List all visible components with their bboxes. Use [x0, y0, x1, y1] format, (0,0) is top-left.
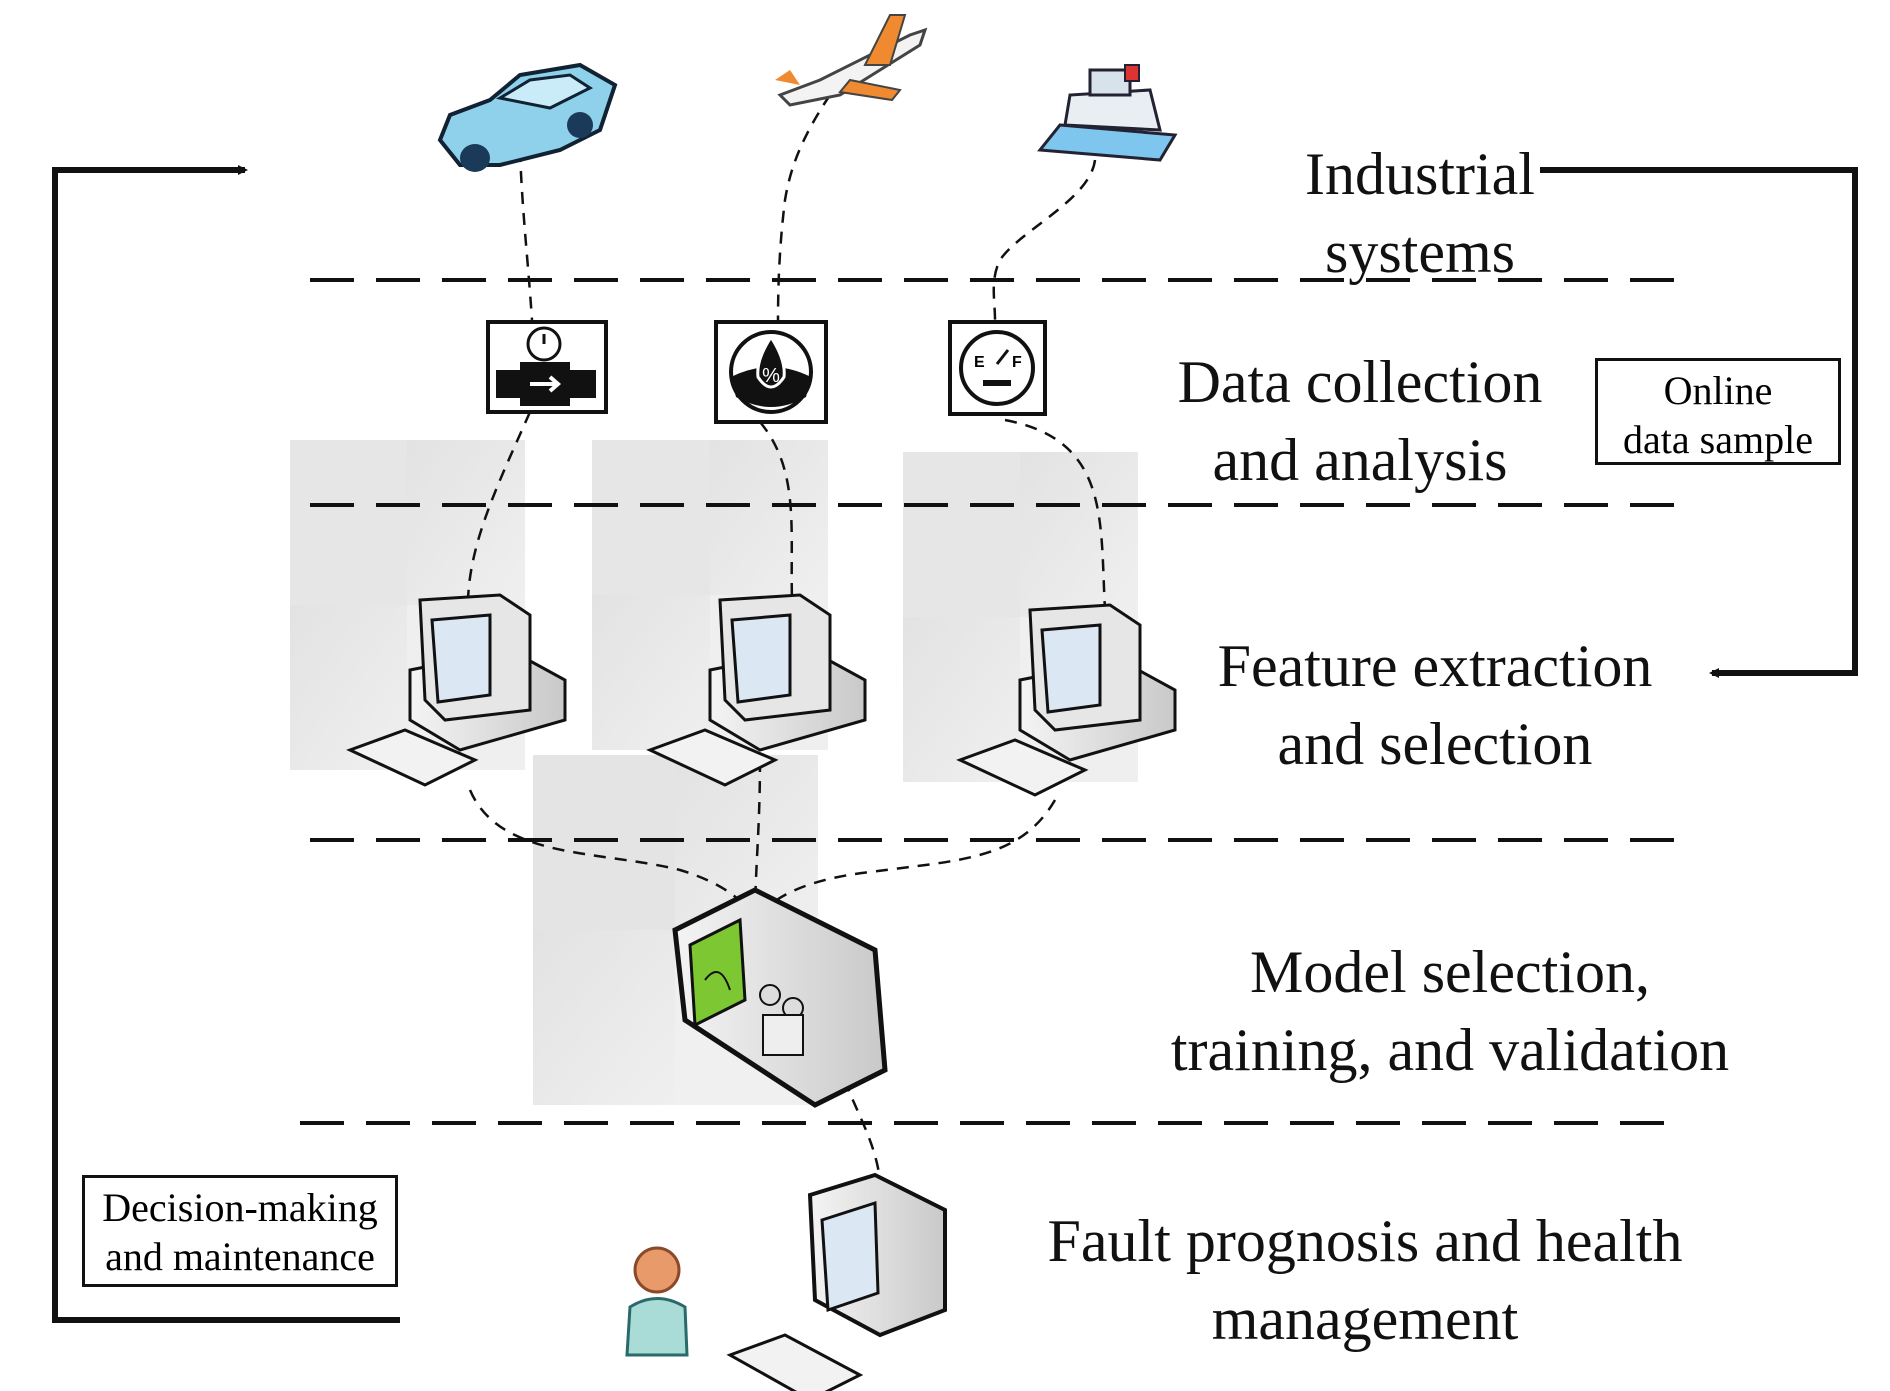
desktop-computer-icon-3	[956, 603, 1177, 797]
label-line: and analysis	[1212, 427, 1508, 493]
label-line: Industrial	[1305, 141, 1535, 207]
model-to-workstation-line	[843, 1079, 882, 1181]
desktop-computer-icon-1	[346, 593, 567, 787]
car-to-sensor-line	[518, 149, 534, 321]
pc1-to-model-line	[468, 789, 757, 921]
box-line: Decision-making	[102, 1185, 378, 1230]
decision-feedback-arrow	[52, 165, 400, 1323]
label-line: management	[1211, 1286, 1519, 1352]
label-line: Data collection	[1177, 349, 1543, 415]
online-sample-arrow	[1540, 167, 1858, 678]
desktop-computer-icon-2	[646, 593, 867, 787]
label-data-collection: Data collection and analysis	[1140, 343, 1580, 499]
feedback-arrows	[52, 165, 1858, 1323]
label-model-selection: Model selection, training, and validatio…	[1130, 933, 1770, 1089]
label-fault-prognosis: Fault prognosis and health management	[1005, 1202, 1725, 1358]
online-data-sample-box: Online data sample	[1595, 358, 1841, 465]
label-line: Fault prognosis and health	[1047, 1208, 1683, 1274]
ship-to-sensor-line	[992, 159, 1097, 321]
workstation-icon	[726, 1172, 947, 1391]
box-line: Online	[1663, 368, 1773, 413]
plane-to-sensor-line	[776, 94, 832, 321]
layer-separators	[300, 278, 1680, 1125]
label-line: Feature extraction	[1217, 633, 1653, 699]
operator-icon	[625, 1246, 689, 1357]
box-line: and maintenance	[105, 1233, 375, 1279]
label-line: systems	[1324, 219, 1516, 285]
decision-making-box: Decision-making and maintenance	[82, 1175, 398, 1287]
humidity-percent-mark: %	[762, 365, 780, 387]
label-line: and selection	[1277, 711, 1593, 777]
car-icon	[437, 62, 618, 172]
fuel-gauge-icon: E F	[948, 320, 1047, 416]
ship-icon	[1037, 64, 1178, 162]
label-line: Model selection,	[1250, 939, 1650, 1005]
flow-meter-icon	[486, 320, 608, 414]
gauge-full-mark: F	[1012, 354, 1022, 371]
connection-lines	[466, 94, 1107, 1181]
label-line: training, and validation	[1170, 1017, 1730, 1083]
oscilloscope-icon	[672, 887, 888, 1108]
pc2-to-model-line	[753, 759, 762, 921]
box-line: data sample	[1623, 416, 1813, 462]
gauge-empty-mark: E	[974, 354, 985, 371]
label-feature-extraction: Feature extraction and selection	[1185, 627, 1685, 783]
airplane-icon	[775, 14, 928, 107]
sensor2-to-pc2-line	[759, 421, 794, 601]
sensor1-to-pc1-line	[466, 411, 532, 601]
humidity-sensor-icon: %	[714, 320, 828, 424]
label-industrial-systems: Industrial systems	[1270, 135, 1570, 291]
